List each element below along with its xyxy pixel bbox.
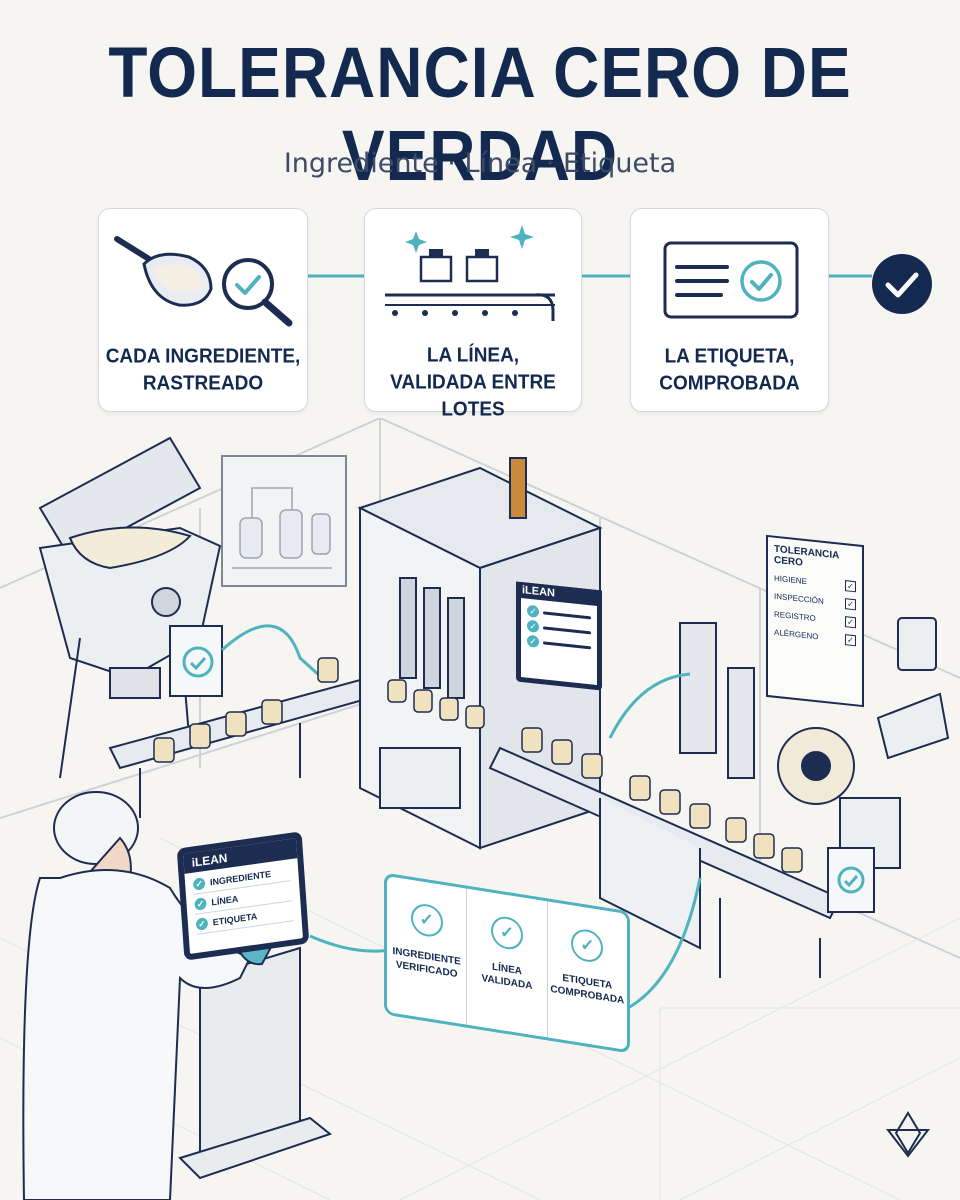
- wall-diagram: [221, 455, 347, 587]
- callout-item-line: ✓ LÍNEA VALIDADA: [467, 888, 548, 1038]
- page-title: TOLERANCIA CERO DE VERDAD: [108, 32, 852, 196]
- final-check-icon: [872, 254, 932, 314]
- check-icon: ✓: [527, 634, 539, 648]
- conveyor-left: [108, 678, 372, 818]
- check-circle-icon: ✓: [571, 927, 604, 965]
- step-card-label: LA ETIQUETA, COMPROBADA: [630, 208, 829, 412]
- wall-poster: TOLERANCIA CERO HIGIENE✓ INSPECCIÓN✓ REG…: [766, 534, 864, 708]
- factory-scene: [0, 418, 960, 1200]
- check-circle-icon: ✓: [410, 901, 443, 939]
- checkbox-icon: ✓: [845, 616, 856, 629]
- filler-machine: [357, 457, 603, 850]
- check-icon: ✓: [527, 604, 539, 618]
- poster-title: TOLERANCIA CERO: [774, 543, 839, 569]
- callout-item-ingredient: ✓ INGREDIENTE VERIFICADO: [387, 875, 468, 1025]
- step-label: CADA INGREDIENTE, RASTREADO: [105, 345, 301, 395]
- check-icon: ✓: [195, 917, 209, 931]
- checkbox-icon: ✓: [845, 580, 856, 593]
- step-label: LA ETIQUETA, COMPROBADA: [659, 345, 800, 395]
- poster-item: INSPECCIÓN✓: [774, 591, 856, 611]
- machine-monitor: iLEAN ✓ ✓ ✓: [516, 581, 602, 691]
- labeler-check-icon: [827, 847, 875, 913]
- kiosk-tablet[interactable]: iLEAN ✓INGREDIENTE ✓LÍNEA ✓ETIQUETA: [176, 831, 310, 961]
- step-label: LA LÍNEA, VALIDADA ENTRE LOTES: [390, 344, 556, 421]
- jar: [153, 657, 339, 763]
- conveyor-right: [488, 746, 842, 978]
- poster-item: REGISTRO✓: [774, 609, 856, 629]
- hopper-check-icon: [169, 625, 223, 697]
- checkbox-icon: ✓: [845, 598, 856, 611]
- check-icon: ✓: [194, 897, 207, 911]
- poster-item: HIGIENE✓: [774, 573, 856, 593]
- scoop-magnifier-icon: [114, 236, 293, 327]
- check-circle-icon: ✓: [490, 914, 523, 952]
- check-icon: ✓: [192, 877, 206, 891]
- ingredient-hopper: [38, 436, 222, 779]
- jar: [387, 679, 485, 729]
- production-line-icon: [385, 225, 555, 321]
- page-subtitle: Ingrediente · Línea · Etiqueta: [283, 148, 677, 179]
- step-card-ingredient: CADA INGREDIENTE, RASTREADO: [98, 208, 308, 412]
- callout-item-label: ✓ ETIQUETA COMPROBADA: [548, 901, 627, 1050]
- brand-logo-icon: [885, 1111, 931, 1158]
- step-card-line: LA LÍNEA, VALIDADA ENTRE LOTES: [364, 208, 582, 421]
- poster-item: ALÉRGENO✓: [774, 627, 856, 647]
- kiosk-stand: [178, 946, 333, 1180]
- sink: [876, 617, 950, 760]
- label-check-icon: [663, 241, 799, 319]
- checkbox-icon: ✓: [845, 634, 856, 647]
- check-icon: ✓: [527, 619, 539, 633]
- step-connectors: [306, 254, 932, 314]
- jar: [521, 727, 803, 873]
